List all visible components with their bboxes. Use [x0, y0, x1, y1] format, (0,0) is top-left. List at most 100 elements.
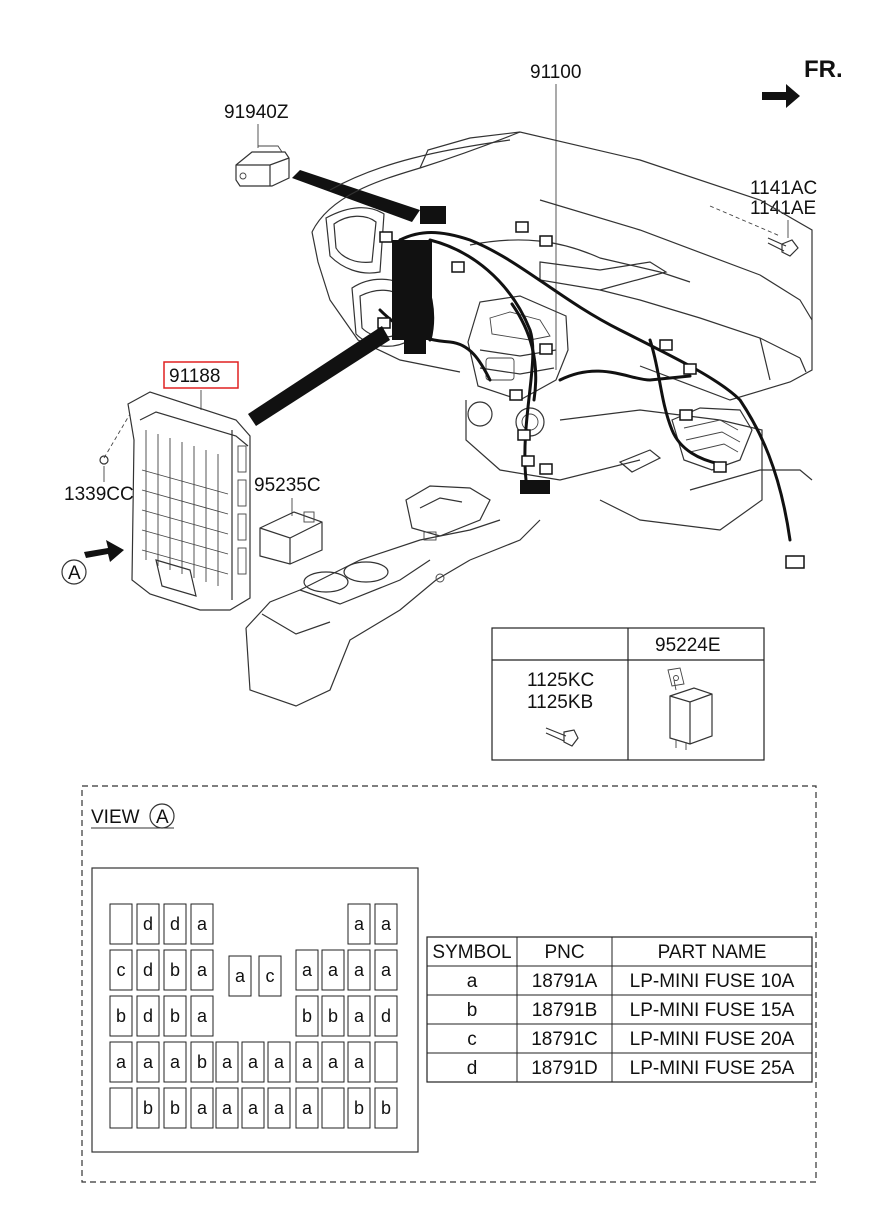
fuse-slot-symbol: a: [274, 1052, 285, 1072]
pointer-junction-box: [248, 326, 390, 426]
view-a-frame: [81, 785, 817, 1183]
fuse-slot-symbol: a: [116, 1052, 127, 1072]
label-table-relay: 95224E: [655, 635, 721, 656]
fuse-slot: [109, 949, 133, 991]
fuse-slot-symbol: a: [248, 1098, 259, 1118]
fuse-slot-symbol: a: [274, 1098, 285, 1118]
fuse-slot-symbol: b: [170, 1006, 180, 1026]
fuse-table-cell: LP-MINI FUSE 10A: [630, 971, 795, 992]
junction-box-icon: [127, 391, 251, 611]
fuse-table-cell: b: [467, 1000, 478, 1021]
view-title: VIEW: [91, 807, 140, 828]
fuse-slot: [321, 949, 345, 991]
fuse-table-cell: 18791C: [531, 1029, 598, 1050]
label-relay-top: 91940Z: [224, 102, 289, 123]
fuse-slot-symbol: b: [170, 960, 180, 980]
fuse-slot-symbol: d: [170, 914, 180, 934]
fuse-slot-symbol: b: [143, 1098, 153, 1118]
fuse-slot: [109, 903, 133, 945]
fuse-slot-symbol: a: [354, 1006, 365, 1026]
fuse-slot: [215, 1041, 239, 1083]
fuse-slot: [347, 995, 371, 1037]
fuse-table-header: SYMBOL: [432, 942, 511, 963]
fuse-slot-symbol: a: [235, 966, 246, 986]
fuse-slot: [163, 1041, 187, 1083]
fuse-slot: [374, 949, 398, 991]
fuse-slot-symbol: a: [197, 1006, 208, 1026]
floor-console-drawing: [245, 485, 541, 707]
fuse-slot: [374, 1041, 398, 1083]
label-bolt-1141ac: 1141AC: [750, 178, 817, 199]
small-parts-table: [491, 627, 765, 761]
fuse-table-frame: [426, 936, 813, 1083]
fuse-slot: [258, 955, 282, 997]
fuse-slot-symbol: a: [222, 1098, 233, 1118]
fuse-slot: [374, 1087, 398, 1129]
fuse-slot: [190, 949, 214, 991]
fuse-slot-symbol: a: [354, 1052, 365, 1072]
fuse-slot: [190, 1087, 214, 1129]
relay-side-icon: [259, 511, 323, 565]
fuse-slot: [163, 995, 187, 1037]
fuse-slot-symbol: b: [197, 1052, 207, 1072]
label-table-bolt-1: 1125KC: [527, 670, 594, 691]
fuse-slot: [136, 995, 160, 1037]
fuse-slot-symbol: a: [302, 960, 313, 980]
fuse-slot: [321, 1041, 345, 1083]
view-marker-circle: [61, 559, 87, 585]
label-table-bolt-2: 1125KB: [527, 692, 593, 713]
fuse-slot-symbol: a: [302, 1098, 313, 1118]
fuse-slot-symbol: a: [197, 914, 208, 934]
fuse-slot: [215, 1087, 239, 1129]
fuse-table-cell: 18791B: [532, 1000, 598, 1021]
junction-box-highlight: [163, 361, 239, 389]
fuse-slot: [267, 1041, 291, 1083]
fuse-slot: [347, 1087, 371, 1129]
label-wiring-harness: 91100: [530, 62, 581, 83]
fuse-slot: [228, 955, 252, 997]
fuse-slot: [321, 995, 345, 1037]
fuse-slot-symbol: a: [354, 914, 365, 934]
wiring-harness-drawing: [377, 221, 805, 569]
label-junction-box: 91188: [169, 366, 220, 387]
fuse-slot: [190, 1041, 214, 1083]
fuse-slot-symbol: b: [116, 1006, 126, 1026]
fuse-slot-symbol: a: [248, 1052, 259, 1072]
fuse-slot-symbol: a: [328, 1052, 339, 1072]
fuse-slot: [241, 1087, 265, 1129]
fuse-slot: [163, 1087, 187, 1129]
fuse-slot-symbol: b: [302, 1006, 312, 1026]
fuse-slot-symbol: a: [381, 914, 392, 934]
view-marker-label: A: [68, 563, 81, 584]
fuse-slot: [136, 903, 160, 945]
fuse-slot-symbol: b: [170, 1098, 180, 1118]
fuse-table-cell: LP-MINI FUSE 20A: [630, 1029, 795, 1050]
table-relay-icon: [667, 667, 713, 750]
table-bolt-icon: [545, 727, 579, 747]
fuse-slot-symbol: a: [197, 960, 208, 980]
label-screw: 1339CC: [64, 484, 134, 505]
fuse-slot-symbol: d: [143, 960, 153, 980]
fuse-slot-symbol: a: [328, 960, 339, 980]
fuse-slot: [109, 1087, 133, 1129]
fuse-slot: [374, 995, 398, 1037]
relay-top-icon: [235, 145, 290, 187]
fuse-slot-symbol: d: [381, 1006, 391, 1026]
front-label: FR.: [804, 56, 843, 83]
fuse-slot-symbol: c: [117, 960, 126, 980]
fuse-table-cell: LP-MINI FUSE 25A: [630, 1058, 795, 1079]
fuse-slot: [347, 1041, 371, 1083]
fuse-table-cell: a: [467, 971, 478, 992]
pointer-relay-top: [292, 170, 420, 222]
fuse-table-cell: c: [467, 1029, 477, 1050]
fuse-slot: [374, 903, 398, 945]
fuse-slot: [190, 995, 214, 1037]
fuse-slot: [321, 1087, 345, 1129]
fuse-slot-symbol: b: [328, 1006, 338, 1026]
fuse-slot: [295, 1041, 319, 1083]
bolt-icon: [767, 237, 799, 257]
fuse-slot: [267, 1087, 291, 1129]
